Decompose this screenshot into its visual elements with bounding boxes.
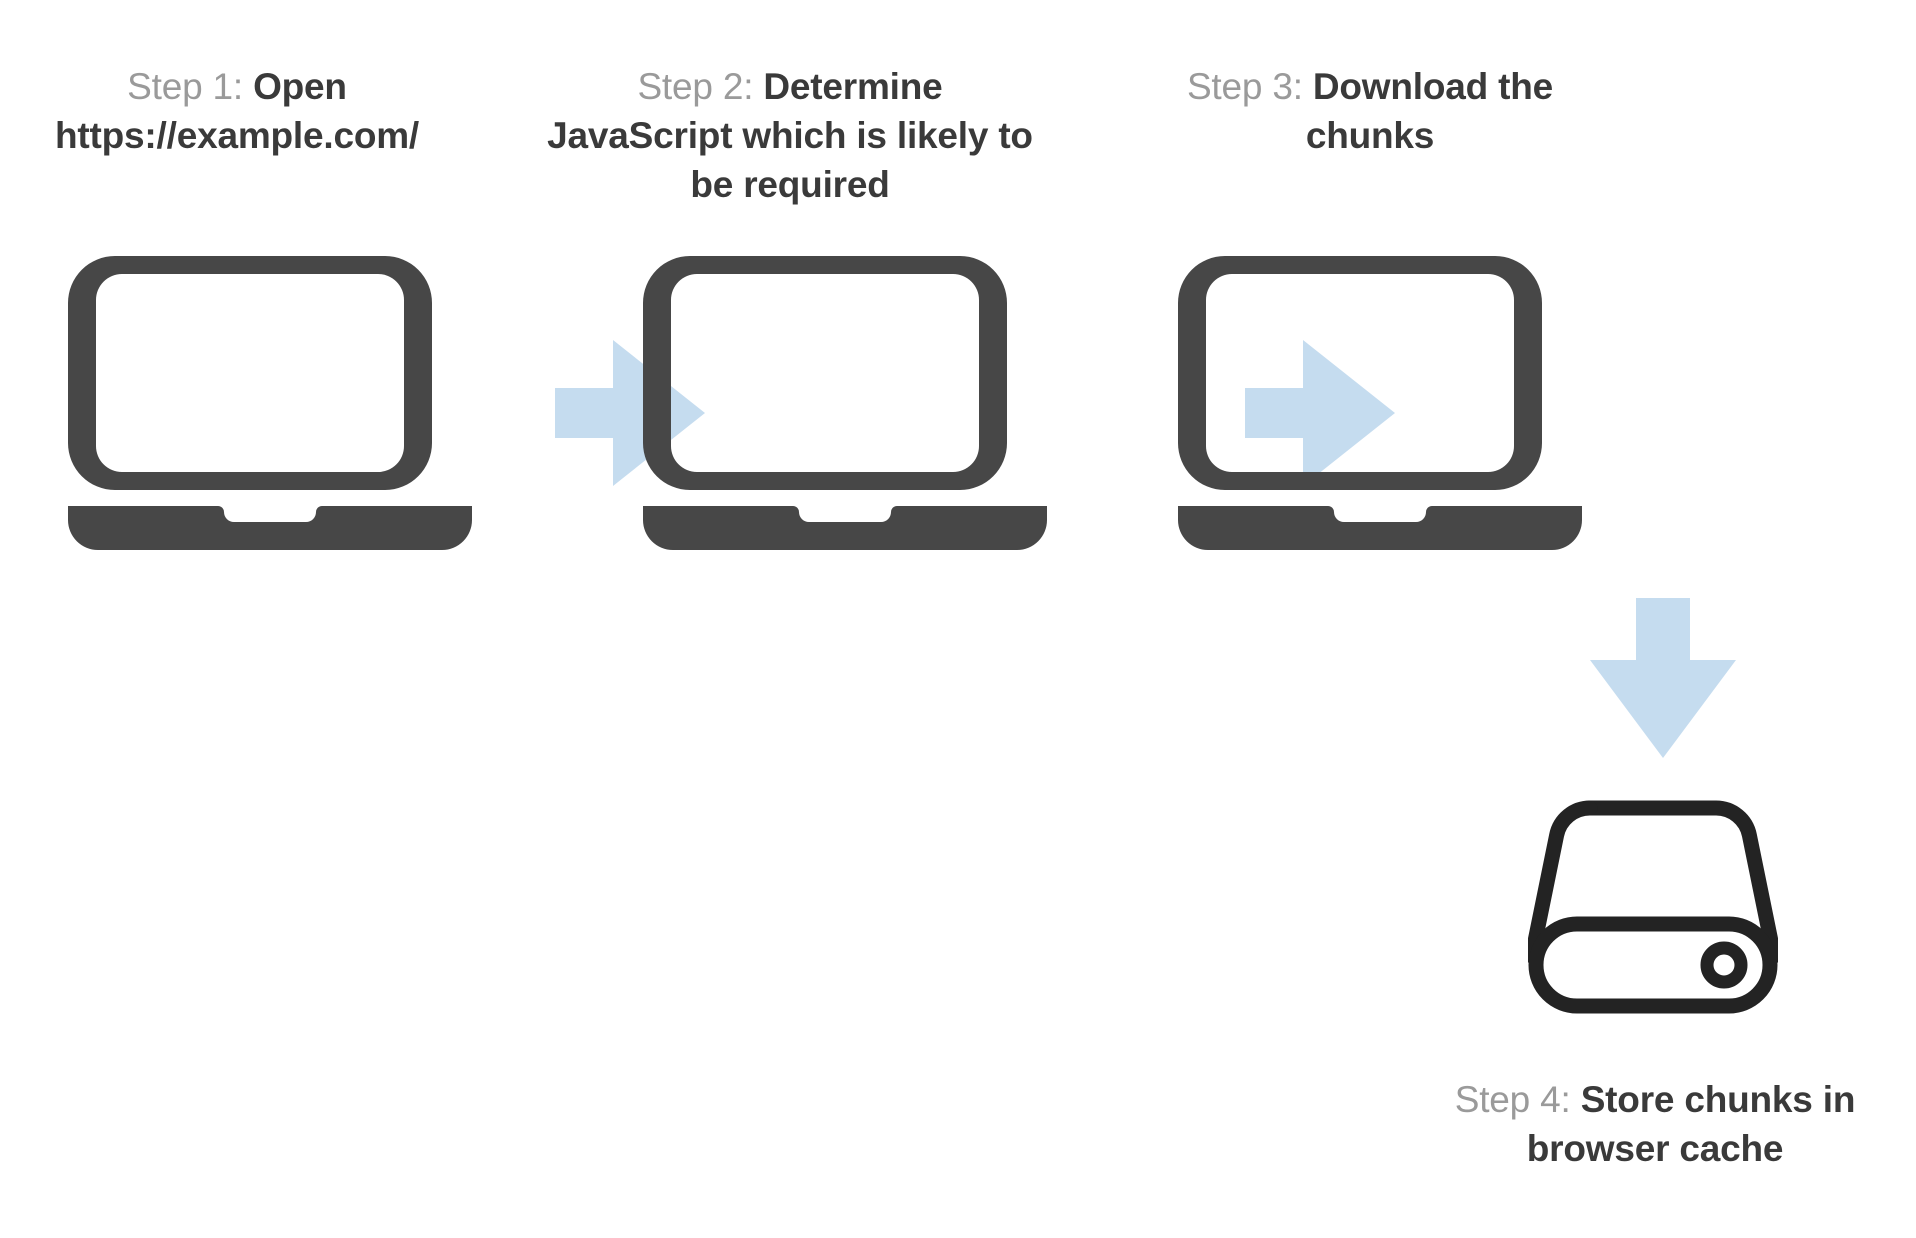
step-1-text: Open https://example.com/ [54, 66, 420, 157]
laptop-icon-step-1 [60, 248, 480, 563]
step-4-caption: Step 4: Store chunks in browser cache [1440, 1075, 1870, 1173]
storage-drive-icon-step-4 [1528, 780, 1778, 1015]
arrow-down-icon-3 [1588, 598, 1738, 760]
laptop-icon-step-3 [1170, 248, 1590, 563]
arrow-right-icon-1 [555, 338, 715, 488]
step-3-prefix: Step 3: [1186, 66, 1313, 107]
step-4-text: Store chunks in browser cache [1526, 1079, 1856, 1170]
laptop-icon-step-2 [635, 248, 1055, 563]
step-4-prefix: Step 4: [1454, 1079, 1581, 1120]
step-2-text: Determine JavaScript which is likely to … [547, 66, 1033, 206]
step-3-text: Download the chunks [1305, 66, 1554, 157]
step-2-prefix: Step 2: [637, 66, 764, 107]
arrow-right-icon-2 [1245, 338, 1405, 488]
step-1-prefix: Step 1: [127, 66, 254, 107]
step-3-caption: Step 3: Download the chunks [1155, 62, 1585, 160]
step-1-caption: Step 1: Open https://example.com/ [22, 62, 452, 160]
step-2-caption: Step 2: Determine JavaScript which is li… [545, 62, 1035, 210]
